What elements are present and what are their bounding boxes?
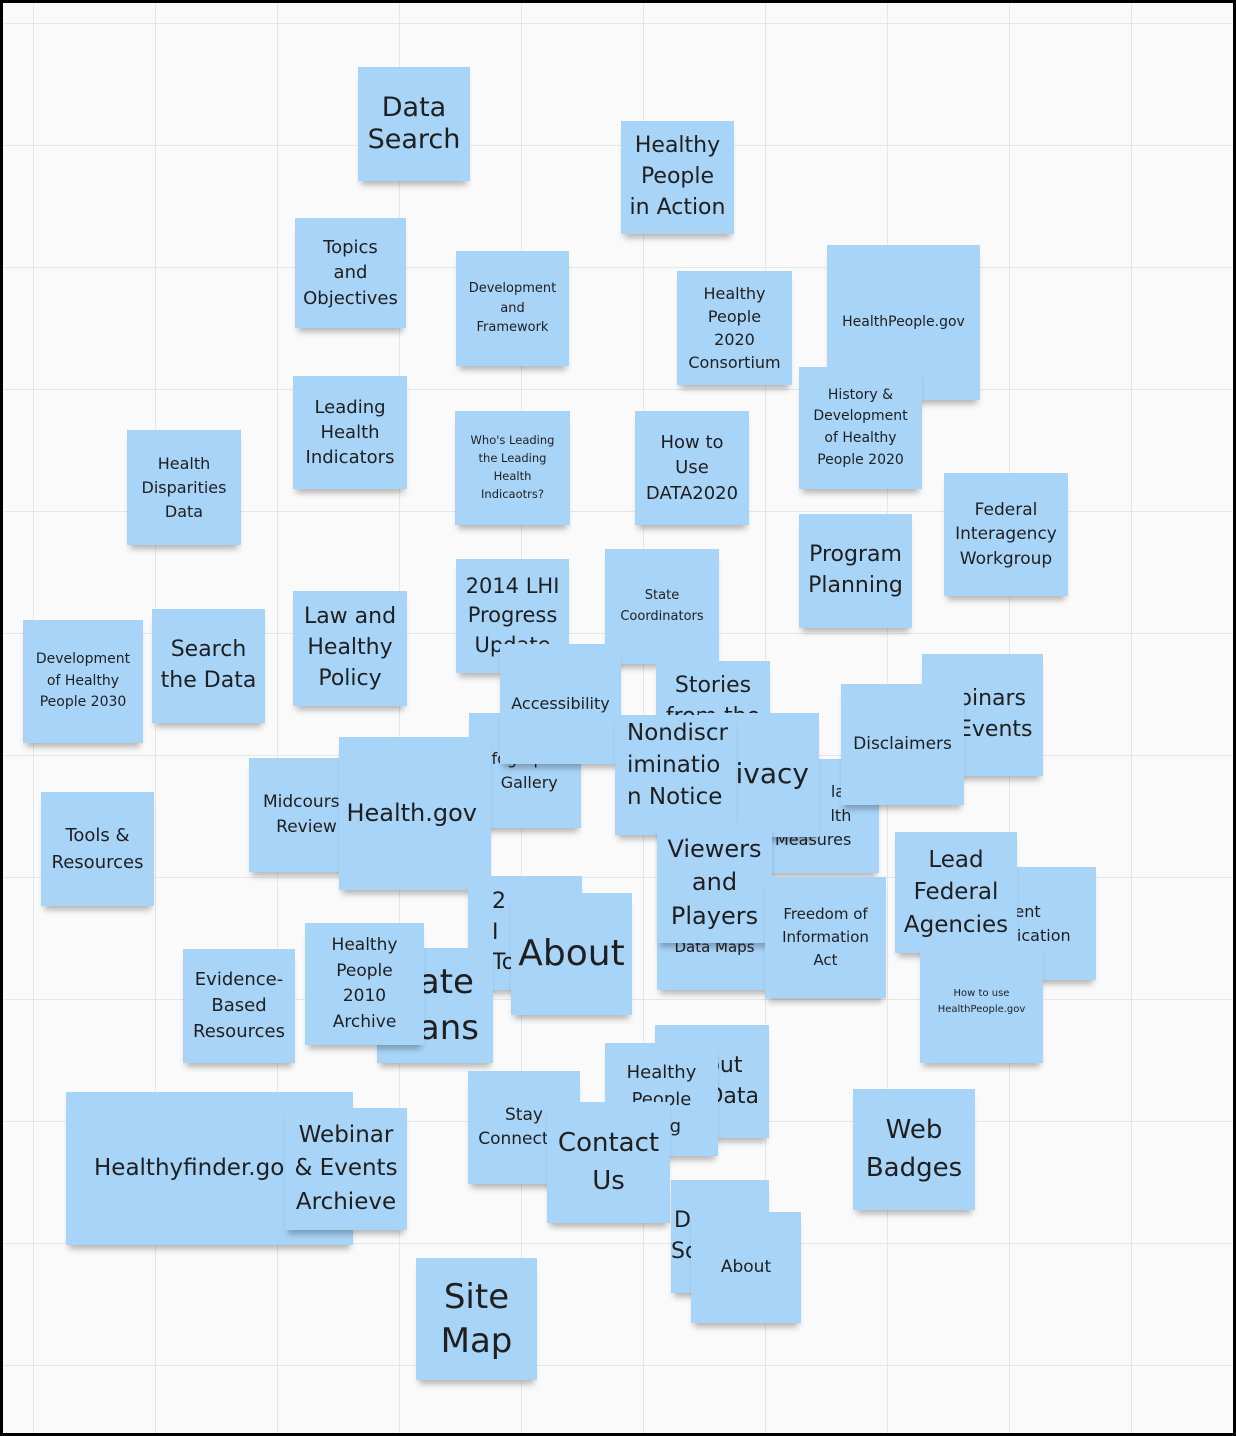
- sticky-note-site-map[interactable]: Site Map: [416, 1258, 537, 1380]
- sticky-note-leading-health-indicators[interactable]: Leading Health Indicators: [293, 376, 407, 489]
- sticky-note-federal-interagency-workgroup[interactable]: Federal Interagency Workgroup: [944, 473, 1068, 596]
- whiteboard-canvas: Data Search Healthy People in Action Top…: [3, 3, 1233, 1433]
- sticky-note-program-planning[interactable]: Program Planning: [799, 514, 912, 628]
- sticky-note-hp2010-archive[interactable]: Healthy People 2010 Archive: [305, 923, 424, 1045]
- sticky-note-state-coordinators[interactable]: State Coordinators: [605, 549, 719, 664]
- sticky-note-nondiscrimination-notice[interactable]: Nondiscr iminatio n Notice: [615, 715, 736, 835]
- sticky-note-development-and-framework[interactable]: Development and Framework: [456, 251, 569, 366]
- sticky-note-health-disparities-data[interactable]: Health Disparities Data: [127, 430, 241, 545]
- sticky-note-about-large[interactable]: About: [511, 893, 632, 1015]
- sticky-note-contact-us[interactable]: Contact Us: [547, 1102, 670, 1223]
- sticky-note-accessibility[interactable]: Accessibility: [500, 644, 621, 764]
- sticky-note-disclaimers[interactable]: Disclaimers: [841, 684, 964, 805]
- sticky-note-search-the-data[interactable]: Search the Data: [152, 609, 265, 723]
- sticky-note-how-to-use-data2020[interactable]: How to Use DATA2020: [635, 411, 749, 525]
- sticky-note-viewers-and-players[interactable]: Viewers and Players: [657, 823, 772, 943]
- sticky-note-whos-leading[interactable]: Who's Leading the Leading Health Indicao…: [455, 411, 570, 525]
- sticky-note-history-development-hp2020[interactable]: History & Development of Healthy People …: [799, 367, 922, 489]
- sticky-note-lead-federal-agencies[interactable]: Lead Federal Agencies: [895, 832, 1017, 953]
- sticky-note-healthy-people-in-action[interactable]: Healthy People in Action: [621, 121, 734, 234]
- sticky-note-development-hp2030[interactable]: Development of Healthy People 2030: [23, 620, 143, 743]
- sticky-note-law-and-healthy-policy[interactable]: Law and Healthy Policy: [293, 591, 407, 706]
- sticky-note-evidence-based-resources[interactable]: Evidence- Based Resources: [183, 949, 295, 1063]
- sticky-note-topics-and-objectives[interactable]: Topics and Objectives: [295, 218, 406, 328]
- sticky-note-webinar-events-archieve[interactable]: Webinar & Events Archieve: [285, 1108, 407, 1230]
- sticky-note-foia[interactable]: Freedom of Information Act: [765, 877, 886, 998]
- sticky-note-web-badges[interactable]: Web Badges: [853, 1089, 975, 1210]
- sticky-note-data-search[interactable]: Data Search: [358, 67, 470, 181]
- sticky-note-tools-resources[interactable]: Tools & Resources: [41, 792, 154, 906]
- sticky-note-health-gov[interactable]: Health.gov: [339, 737, 491, 890]
- sticky-note-healthy-people-2020-consortium[interactable]: Healthy People 2020 Consortium: [677, 271, 792, 385]
- sticky-note-how-to-use-healthpeople-gov[interactable]: How to use HealthPeople.gov: [920, 941, 1043, 1063]
- sticky-note-about-small[interactable]: About: [691, 1212, 801, 1323]
